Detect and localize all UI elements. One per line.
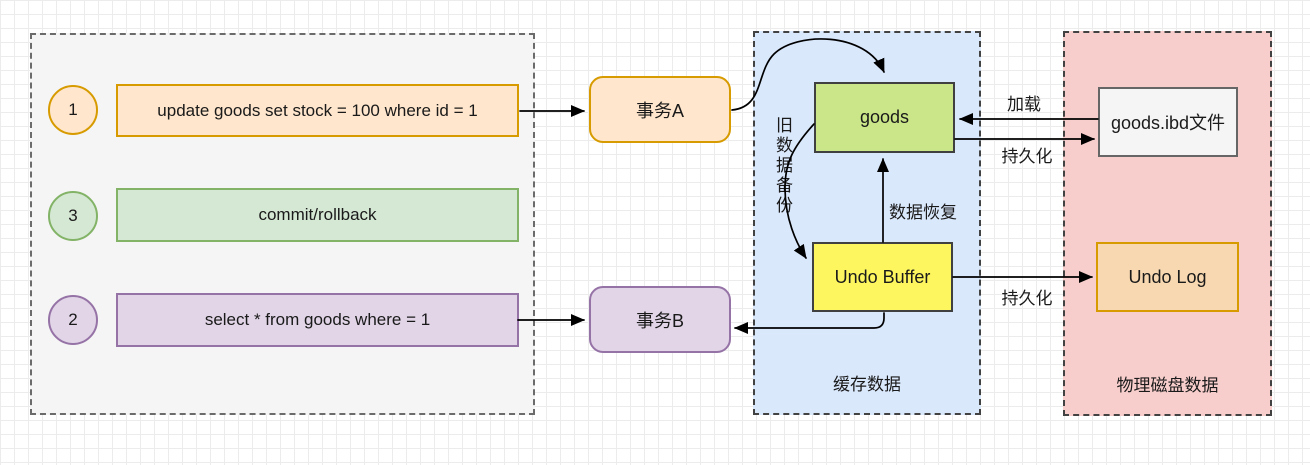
load-edge-label: 加载 xyxy=(1007,95,1041,114)
disk-region-label: 物理磁盘数据 xyxy=(1116,376,1219,395)
data-recovery-edge-label: 数据恢复 xyxy=(889,203,957,222)
sql-select-box: select * from goods where = 1 xyxy=(116,293,519,347)
cache-region-label: 缓存数据 xyxy=(833,375,901,394)
step-badge-1: 1 xyxy=(48,85,98,135)
transaction-b-node: 事务B xyxy=(589,286,731,353)
goods-node: goods xyxy=(814,82,955,153)
goods-ibd-file-node: goods.ibd文件 xyxy=(1098,87,1238,157)
persist-to-file-edge-label: 持久化 xyxy=(1001,147,1053,166)
undo-buffer-node: Undo Buffer xyxy=(812,242,953,312)
step-badge-2: 2 xyxy=(48,295,98,345)
old-data-backup-edge-label: 旧数据备份 xyxy=(773,116,792,216)
persist-to-log-edge-label: 持久化 xyxy=(1001,289,1053,308)
commit-rollback-box: commit/rollback xyxy=(116,188,519,242)
sql-update-box: update goods set stock = 100 where id = … xyxy=(116,84,519,137)
step-badge-3: 3 xyxy=(48,191,98,241)
transaction-a-node: 事务A xyxy=(589,76,731,143)
undo-log-node: Undo Log xyxy=(1096,242,1239,312)
